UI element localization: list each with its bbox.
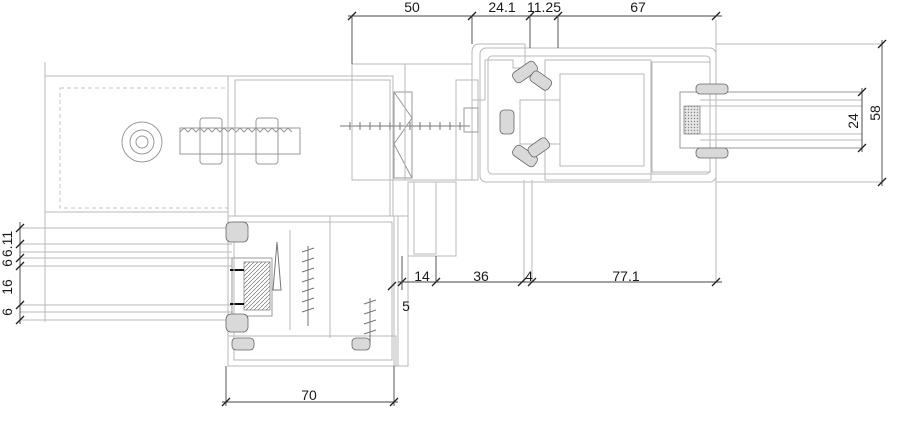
- right-spacer-hatch: [683, 105, 701, 135]
- dim-label-top-50: 50: [404, 0, 420, 15]
- dim-label-left-16: 16: [0, 279, 15, 295]
- right-glazing-unit: [679, 43, 882, 183]
- dim-label-top-67: 67: [630, 0, 646, 15]
- dimension-labels: 50 24.1 11.25 67 14 36 4 77.1 5 70 24 58…: [0, 0, 883, 403]
- dim-label-right-58: 58: [867, 105, 883, 121]
- dim-label-right-24: 24: [845, 113, 861, 129]
- dim-label-mid-36: 36: [473, 268, 489, 284]
- left-frame-profile: [225, 75, 470, 367]
- dimension-lines: [15, 11, 887, 407]
- left-spacer-hatch: [243, 261, 271, 311]
- dim-label-top-24-1: 24.1: [488, 0, 515, 15]
- dim-label-mid-4: 4: [525, 268, 533, 284]
- dim-label-left-6-top: 6: [0, 259, 15, 267]
- dim-label-mid-14: 14: [414, 268, 430, 284]
- dim-label-mid-77-1: 77.1: [612, 268, 639, 284]
- dim-label-left-6-bottom: 6: [0, 308, 15, 316]
- dim-label-top-11-25: 11.25: [527, 0, 561, 15]
- left-anchor-plate: [44, 75, 301, 213]
- dim-label-left-6-11: 6.11: [0, 231, 15, 257]
- dim-label-side-5: 5: [402, 298, 410, 314]
- dim-label-bottom-70: 70: [301, 387, 317, 403]
- window-frame-profile: [351, 20, 717, 282]
- left-glazing-unit: [20, 62, 273, 322]
